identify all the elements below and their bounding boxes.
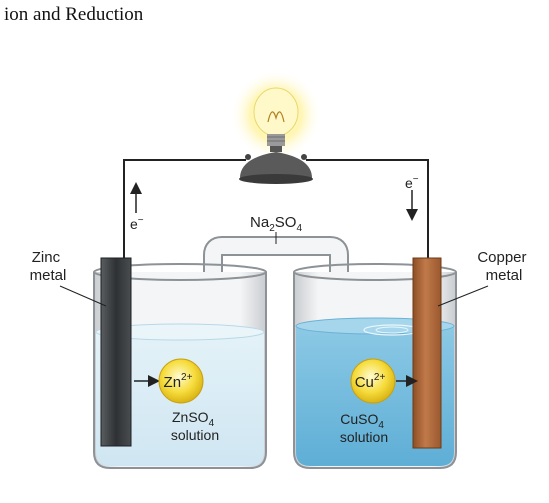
copper-metal-label: Copper metal bbox=[477, 249, 530, 284]
svg-text:Zn2+: Zn2+ bbox=[164, 372, 193, 391]
cu-ion: Cu2+ bbox=[350, 358, 396, 404]
light-bulb-icon bbox=[230, 69, 322, 184]
zinc-metal-leader bbox=[59, 285, 107, 307]
zinc-metal-label: Zinc metal bbox=[30, 249, 67, 284]
copper-electrode bbox=[412, 257, 442, 449]
right-electron-label: e− bbox=[405, 174, 419, 191]
znso4-label: ZnSO4 solution bbox=[171, 409, 219, 443]
left-electron-label: e− bbox=[130, 215, 144, 232]
svg-text:Cu2+: Cu2+ bbox=[355, 372, 386, 391]
zn-ion: Zn2+ bbox=[158, 358, 204, 404]
copper-metal-leader bbox=[437, 285, 489, 307]
zinc-electrode bbox=[100, 257, 132, 447]
external-wire bbox=[123, 159, 429, 258]
salt-bridge-label: Na2SO4 bbox=[250, 214, 302, 234]
page-heading: ion and Reduction bbox=[4, 4, 144, 25]
cuso4-label: CuSO4 solution bbox=[340, 411, 388, 445]
